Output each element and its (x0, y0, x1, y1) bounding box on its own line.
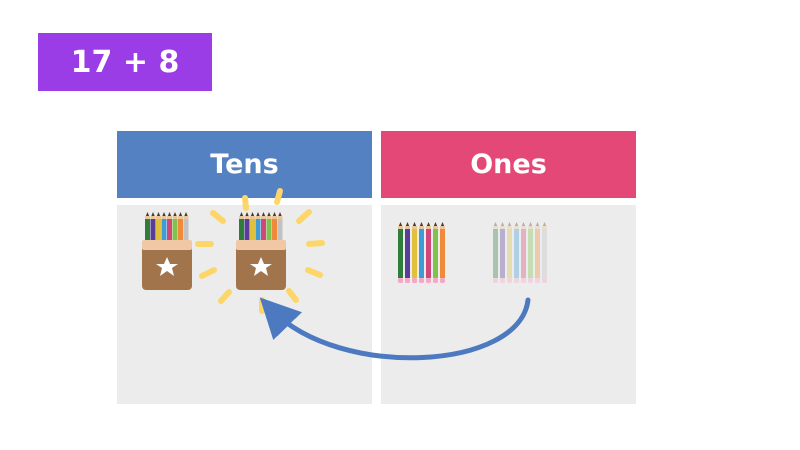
equation-text: 17 + 8 (70, 44, 180, 80)
tens-label: Tens (210, 149, 279, 180)
faded-pencils-icon (493, 222, 547, 283)
ones-label: Ones (470, 149, 547, 180)
regroup-arrow (259, 297, 531, 361)
star-icon (250, 257, 272, 276)
pencil-box-icon (142, 212, 192, 290)
pencil-box-icon-new-ten (236, 212, 286, 290)
equation-badge: 17 + 8 (38, 33, 212, 91)
tens-column-header: Tens (117, 131, 372, 198)
ones-column-header: Ones (381, 131, 636, 198)
loose-pencils-icon (398, 222, 445, 283)
star-icon (156, 257, 178, 276)
